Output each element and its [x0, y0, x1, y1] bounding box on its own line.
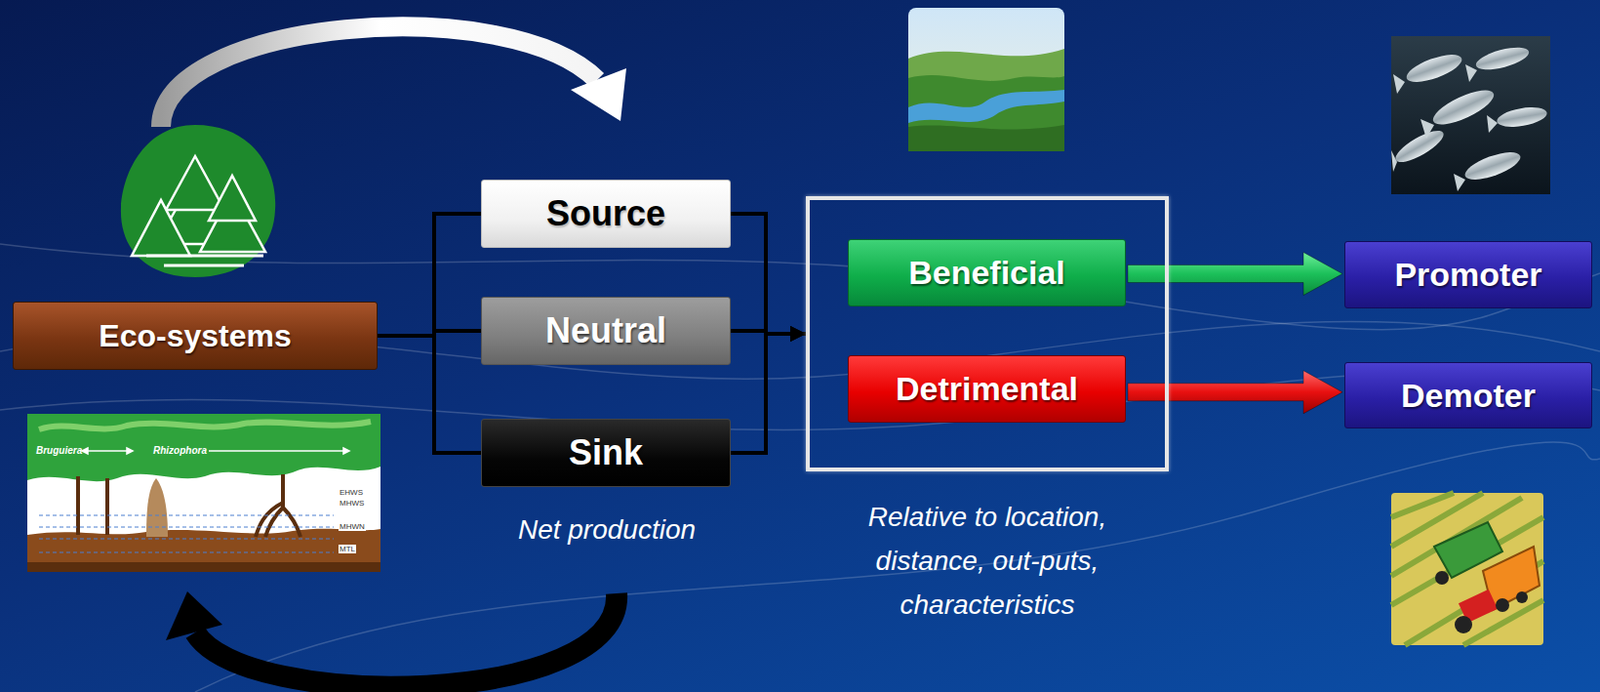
box-label: Source: [546, 193, 666, 235]
bracket-connector: [377, 213, 481, 336]
fish-photo: [1391, 36, 1551, 195]
neutral-box: Neutral: [480, 296, 731, 365]
block-arrow: [1127, 252, 1343, 296]
box-label: Demoter: [1400, 376, 1536, 415]
box-label: Neutral: [545, 310, 667, 352]
box-label: Sink: [568, 432, 643, 474]
box-label: Promoter: [1394, 255, 1542, 294]
box-label: Detrimental: [895, 369, 1079, 408]
tide-level-label: EHWS: [338, 487, 364, 497]
box-label: Eco-systems: [98, 318, 291, 355]
forest-icon: [120, 124, 276, 278]
effect-frame: Relative to location, distance, out-puts…: [805, 196, 1169, 472]
source-box: Source: [480, 179, 731, 248]
ecosystem-box: Eco-systems: [12, 301, 378, 370]
detrimental-box: Detrimental: [847, 355, 1126, 423]
tide-level-label: MHWS: [338, 498, 365, 508]
frame-caption: Relative to location, distance, out-puts…: [811, 494, 1163, 627]
harvest-clipart: [1391, 492, 1544, 645]
sink-box: Sink: [480, 418, 731, 487]
block-arrow: [1127, 370, 1343, 414]
demoter-box: Demoter: [1344, 361, 1593, 429]
tide-level-label: MTL: [338, 544, 357, 554]
river-landscape: [908, 7, 1065, 152]
cycle-arrow-top: [160, 26, 627, 127]
bracket-connector: [730, 213, 806, 334]
mangrove-profile: [27, 413, 381, 572]
box-label: Beneficial: [908, 253, 1066, 292]
cycle-arrow-bottom: [165, 591, 617, 687]
beneficial-box: Beneficial: [847, 239, 1126, 307]
promoter-box: Promoter: [1344, 240, 1593, 309]
bracket-connector: [730, 333, 806, 453]
tide-level-label: MHWN: [338, 521, 366, 531]
background-waves: [0, 243, 1600, 692]
species-label: Rhizophora: [153, 444, 207, 456]
net-production-note: Net production: [460, 514, 754, 546]
species-label: Bruguiera: [36, 444, 82, 456]
bracket-connector: [377, 335, 481, 453]
